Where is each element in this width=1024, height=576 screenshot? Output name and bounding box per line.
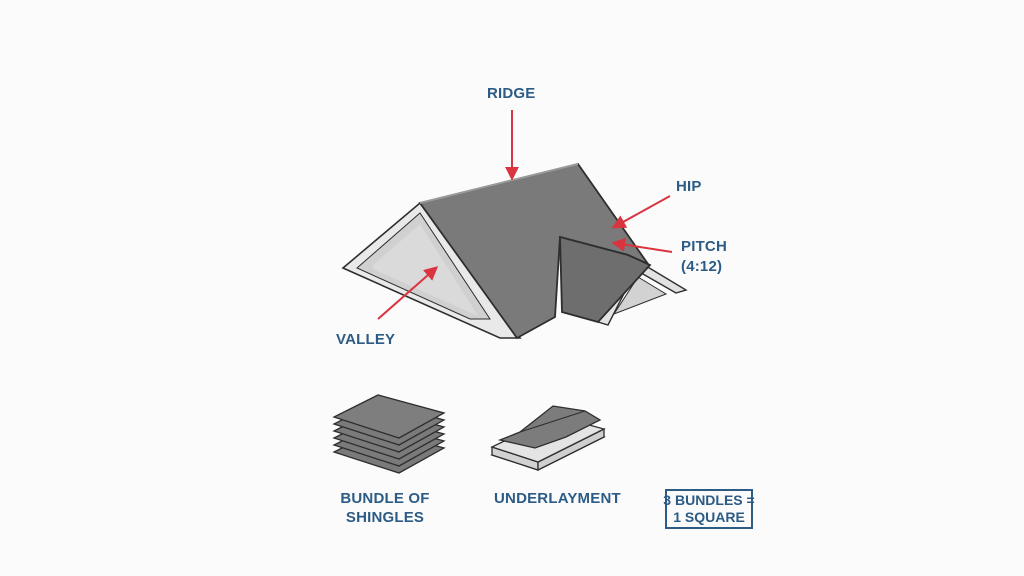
shingle-bundle-icon — [332, 394, 446, 474]
pitch-label-line2: (4:12) — [681, 258, 723, 275]
note-line2: 1 SQUARE — [673, 509, 745, 525]
ridge-label: RIDGE — [487, 85, 536, 102]
note-line1: 3 BUNDLES = — [663, 492, 755, 508]
hip-section — [559, 235, 652, 324]
pitch-label-line1: PITCH — [681, 238, 727, 255]
underlayment-label: UNDERLAYMENT — [494, 490, 621, 507]
ridge-line — [419, 163, 579, 204]
bundle-label-line2: SHINGLES — [345, 509, 425, 526]
valley-arrow — [377, 266, 439, 320]
hip-arrow — [611, 195, 671, 229]
valley-label: VALLEY — [336, 331, 396, 348]
underlayment-icon — [490, 405, 606, 472]
pitch-arrow — [611, 237, 673, 253]
bundle-label-line1: BUNDLE OF — [340, 490, 430, 507]
hip-label: HIP — [676, 178, 702, 195]
conversion-note-box: 3 BUNDLES = 1 SQUARE — [663, 489, 755, 529]
